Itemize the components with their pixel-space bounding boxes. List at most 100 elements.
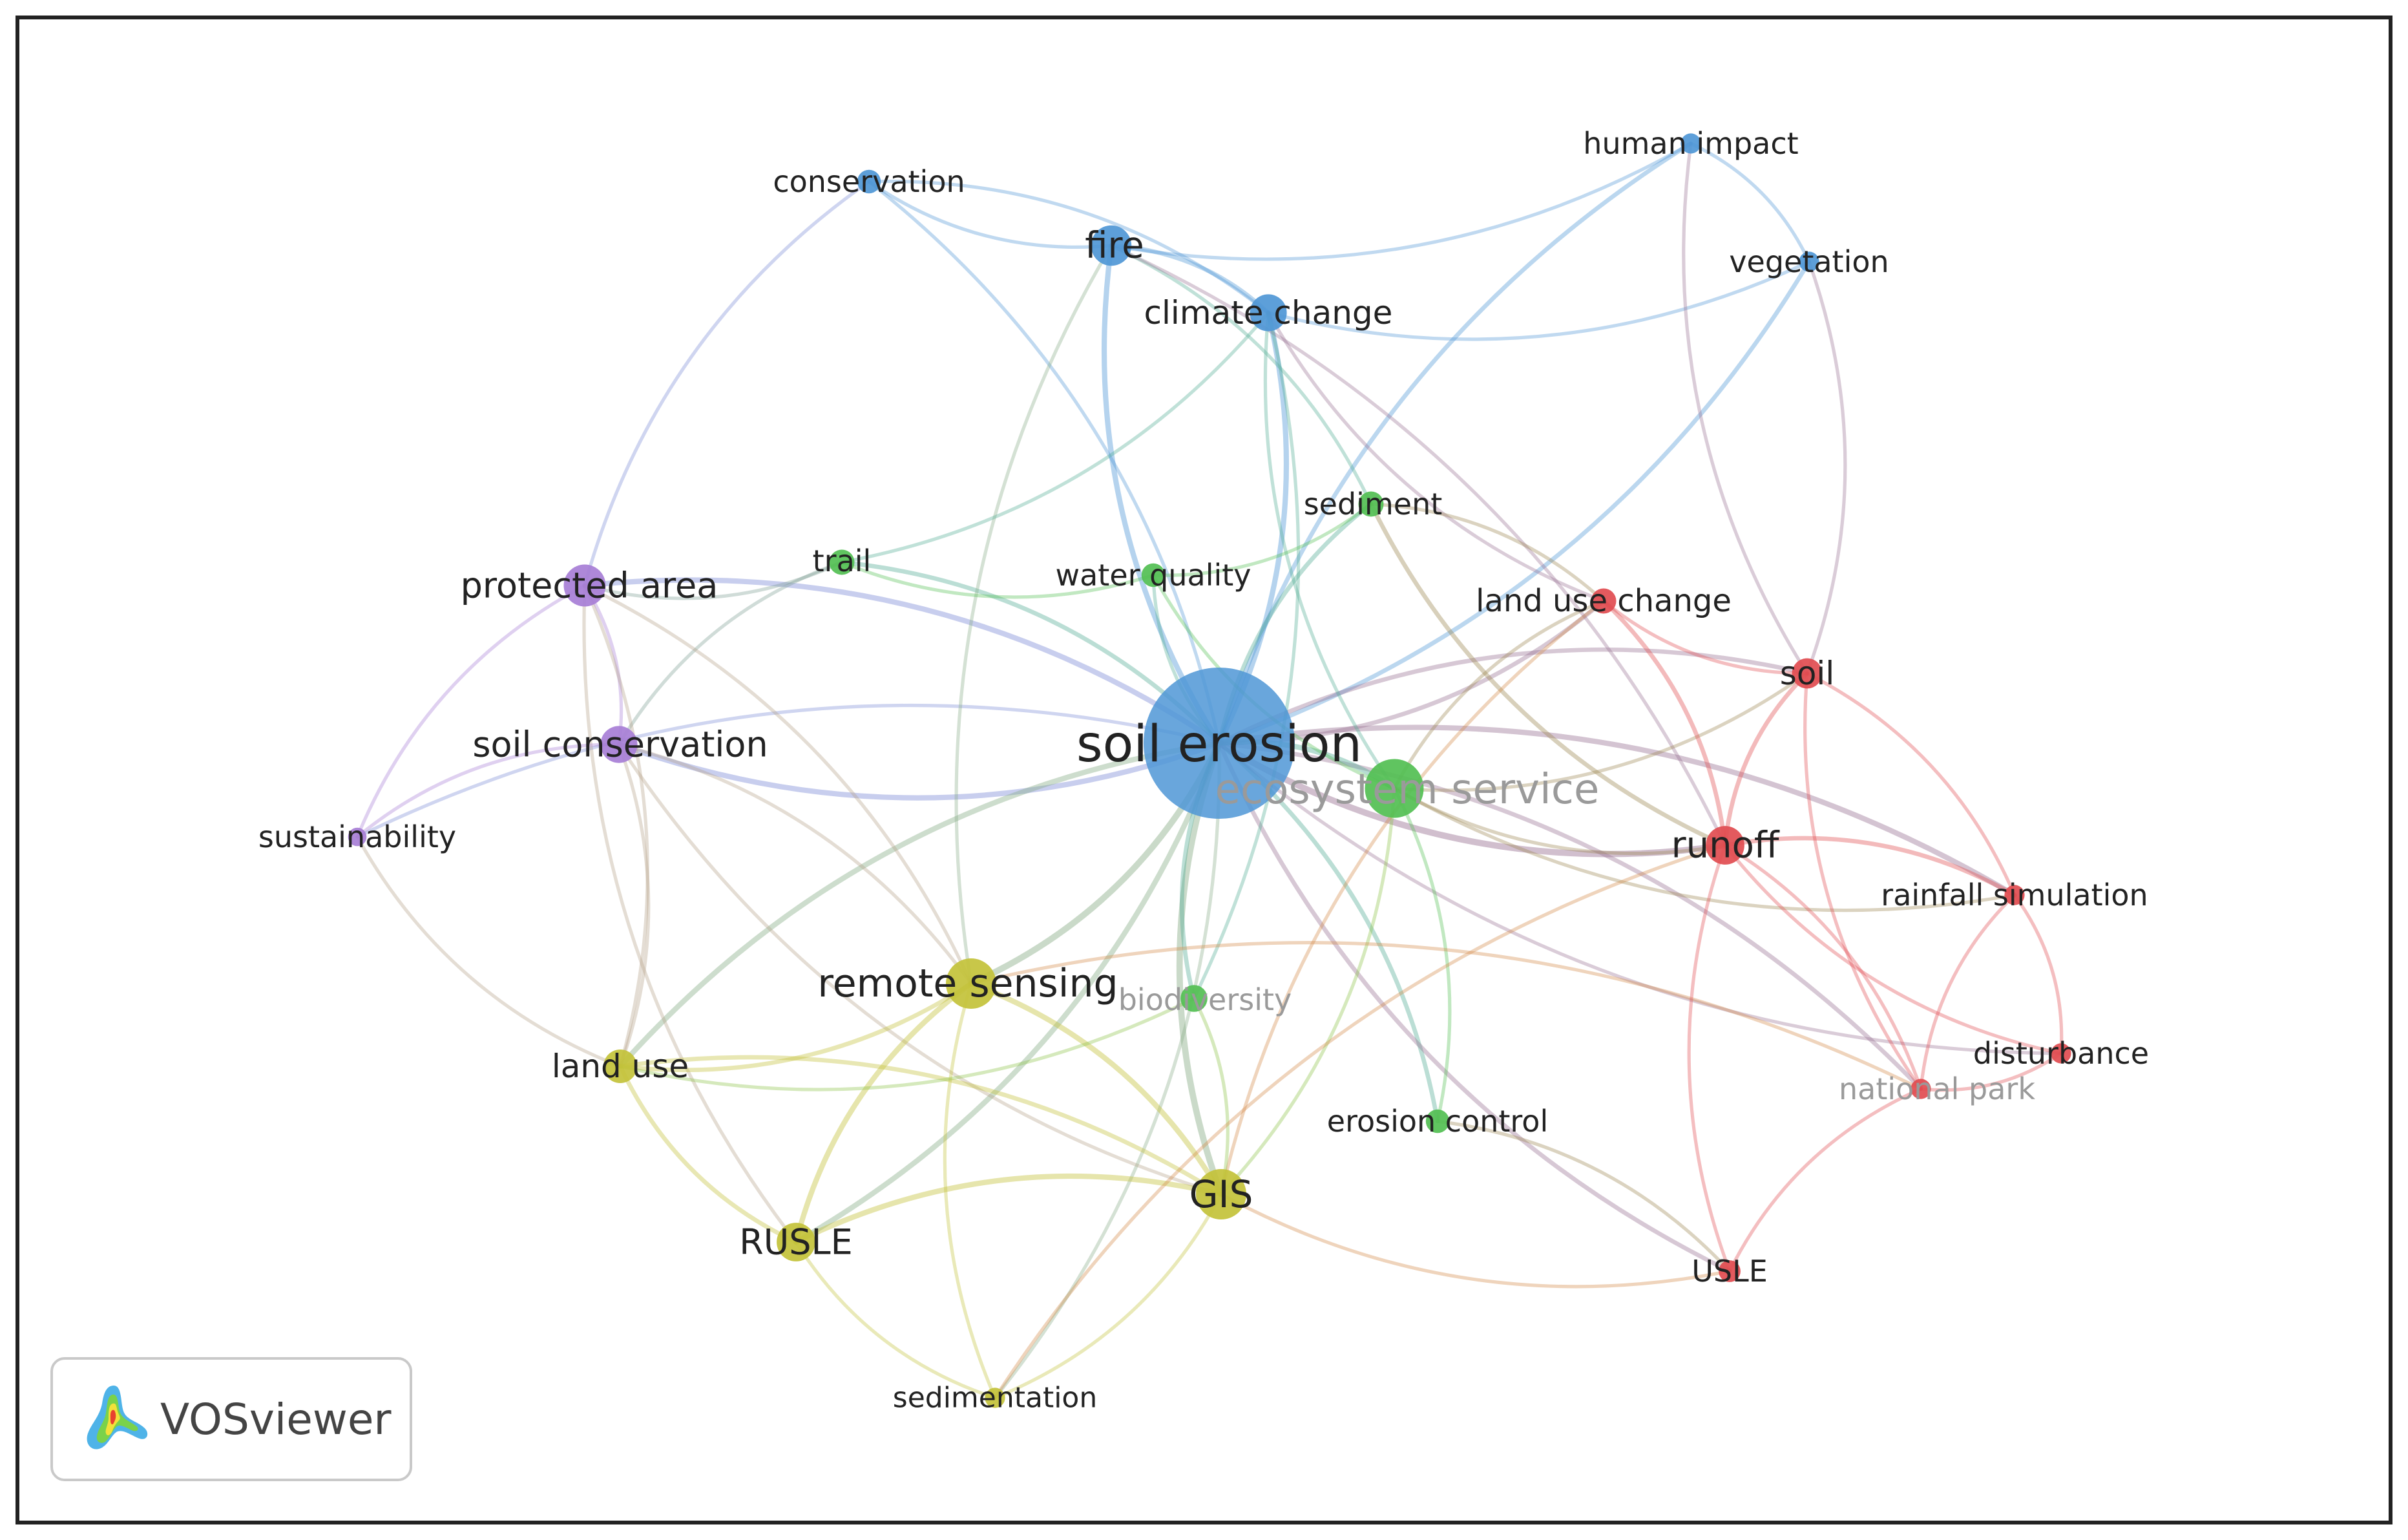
link-sediment-runoff: [1368, 501, 1728, 848]
node-label-trail[interactable]: trail: [813, 543, 872, 578]
link-protected-area-sustainability: [355, 584, 587, 839]
link-remote-sensing-gis: [968, 980, 1224, 1197]
link-soil-erosion-vegetation: [1217, 259, 1812, 746]
node-sedimentation[interactable]: [985, 1387, 1005, 1408]
node-label-conservation[interactable]: conservation: [773, 164, 965, 199]
node-label-disturbance[interactable]: disturbance: [1973, 1036, 2149, 1071]
link-human-impact-soil: [1682, 142, 1809, 675]
node-label-sediment[interactable]: sediment: [1304, 487, 1443, 522]
link-soil-erosion-soil-conservation: [616, 740, 1222, 801]
node-land-use-change[interactable]: [1591, 588, 1617, 614]
node-label-remote-sensing[interactable]: remote sensing: [817, 961, 1118, 1006]
node-erosion-control[interactable]: [1425, 1109, 1450, 1134]
link-remote-sensing-sedimentation: [943, 982, 997, 1400]
node-label-ecosystem-service[interactable]: ecosystem service: [1215, 766, 1600, 814]
node-usle[interactable]: [1719, 1260, 1741, 1282]
node-gis[interactable]: [1196, 1169, 1246, 1219]
link-soil-erosion-national-park: [1217, 741, 1923, 1092]
link-climate-change-trail: [840, 311, 1270, 564]
link-trail-soil-conservation: [617, 560, 844, 746]
link-ecosystem-service-gis: [1219, 786, 1396, 1196]
node-rainfall-simulation[interactable]: [2004, 885, 2025, 905]
node-conservation[interactable]: [857, 169, 881, 194]
node-label-sedimentation[interactable]: sedimentation: [893, 1382, 1097, 1415]
node-label-national-park[interactable]: national park: [1839, 1071, 2035, 1106]
link-soil-erosion-conservation: [867, 180, 1221, 745]
link-fire-sediment: [1109, 244, 1373, 506]
node-water-quality[interactable]: [1141, 563, 1166, 587]
node-label-human-impact[interactable]: human impact: [1583, 126, 1798, 161]
node-label-rusle[interactable]: RUSLE: [739, 1222, 853, 1263]
node-disturbance[interactable]: [2051, 1043, 2071, 1064]
node-label-land-use-change[interactable]: land use change: [1476, 583, 1732, 619]
link-land-use-change-runoff: [1601, 598, 1728, 848]
link-gis-biodiversity: [1192, 997, 1230, 1196]
link-gis-sedimentation: [993, 1192, 1223, 1400]
link-fire-human-impact: [1109, 142, 1693, 261]
node-human-impact[interactable]: [1680, 133, 1701, 154]
node-label-soil-erosion[interactable]: soil erosion: [1076, 715, 1362, 774]
link-land-use-change-soil: [1602, 599, 1809, 675]
link-conservation-fire: [867, 180, 1113, 249]
link-soil-erosion-soil: [1217, 647, 1810, 746]
link-protected-area-remote-sensing: [583, 584, 973, 986]
link-runoff-disturbance: [1723, 843, 2063, 1055]
link-ecosystem-service-runoff: [1392, 786, 1727, 856]
link-protected-area-land-use: [583, 584, 649, 1068]
link-climate-change-vegetation: [1266, 260, 1811, 341]
node-label-rainfall-simulation[interactable]: rainfall simulation: [1881, 878, 2148, 912]
node-label-soil[interactable]: soil: [1780, 655, 1834, 692]
node-label-water-quality[interactable]: water quality: [1055, 558, 1251, 593]
node-label-sustainability[interactable]: sustainability: [258, 819, 456, 854]
node-remote-sensing[interactable]: [946, 958, 996, 1009]
link-fire-climate-change: [1109, 243, 1271, 315]
node-sediment[interactable]: [1358, 491, 1384, 517]
link-human-impact-vegetation: [1689, 142, 1811, 264]
node-climate-change[interactable]: [1250, 294, 1287, 332]
link-soil-conservation-gis: [617, 743, 1223, 1196]
node-runoff[interactable]: [1706, 826, 1744, 865]
node-fire[interactable]: [1091, 225, 1132, 266]
link-soil-erosion-sedimentation: [993, 741, 1221, 1400]
node-biodiversity[interactable]: [1180, 985, 1208, 1012]
node-label-gis[interactable]: GIS: [1189, 1172, 1253, 1216]
link-ecosystem-service-soil: [1392, 671, 1809, 792]
node-label-soil-conservation[interactable]: soil conservation: [472, 724, 768, 765]
link-sedimentation-runoff: [993, 843, 1727, 1400]
node-soil[interactable]: [1792, 658, 1823, 689]
node-label-fire[interactable]: fire: [1085, 225, 1144, 267]
link-soil-national-park: [1803, 671, 1923, 1091]
node-trail[interactable]: [829, 549, 855, 575]
node-soil-erosion[interactable]: [1144, 668, 1295, 819]
node-ecosystem-service[interactable]: [1365, 759, 1424, 818]
node-sustainability[interactable]: [348, 827, 367, 847]
node-land-use[interactable]: [603, 1050, 637, 1083]
node-label-usle[interactable]: USLE: [1691, 1254, 1768, 1289]
node-label-biodiversity[interactable]: biodiversity: [1118, 982, 1292, 1017]
node-national-park[interactable]: [1911, 1079, 1931, 1099]
node-label-erosion-control[interactable]: erosion control: [1327, 1104, 1548, 1139]
node-label-land-use[interactable]: land use: [552, 1048, 689, 1085]
link-rainfall-simulation-disturbance: [2013, 893, 2064, 1055]
node-vegetation[interactable]: [1799, 251, 1819, 272]
vosviewer-badge: VOSviewer: [50, 1357, 412, 1481]
node-label-vegetation[interactable]: vegetation: [1729, 244, 1889, 279]
node-soil-conservation[interactable]: [600, 726, 638, 763]
link-fire-runoff: [1109, 244, 1727, 847]
link-soil-erosion-human-impact: [1217, 141, 1693, 746]
link-sediment-water-quality: [1151, 502, 1373, 577]
node-rusle[interactable]: [777, 1223, 815, 1261]
node-label-protected-area[interactable]: protected area: [461, 565, 718, 606]
node-protected-area[interactable]: [563, 564, 606, 607]
node-label-climate-change[interactable]: climate change: [1144, 294, 1393, 332]
node-label-runoff[interactable]: runoff: [1671, 825, 1780, 867]
link-vegetation-soil: [1805, 260, 1847, 675]
link-soil-erosion-usle: [1217, 741, 1732, 1274]
link-remote-sensing-rusle: [793, 980, 974, 1245]
link-remote-sensing-land-use: [618, 981, 974, 1073]
link-disturbance-national-park: [1919, 1051, 2063, 1092]
link-protected-area-rusle: [582, 584, 798, 1244]
link-climate-change-biodiversity: [1192, 311, 1301, 1000]
